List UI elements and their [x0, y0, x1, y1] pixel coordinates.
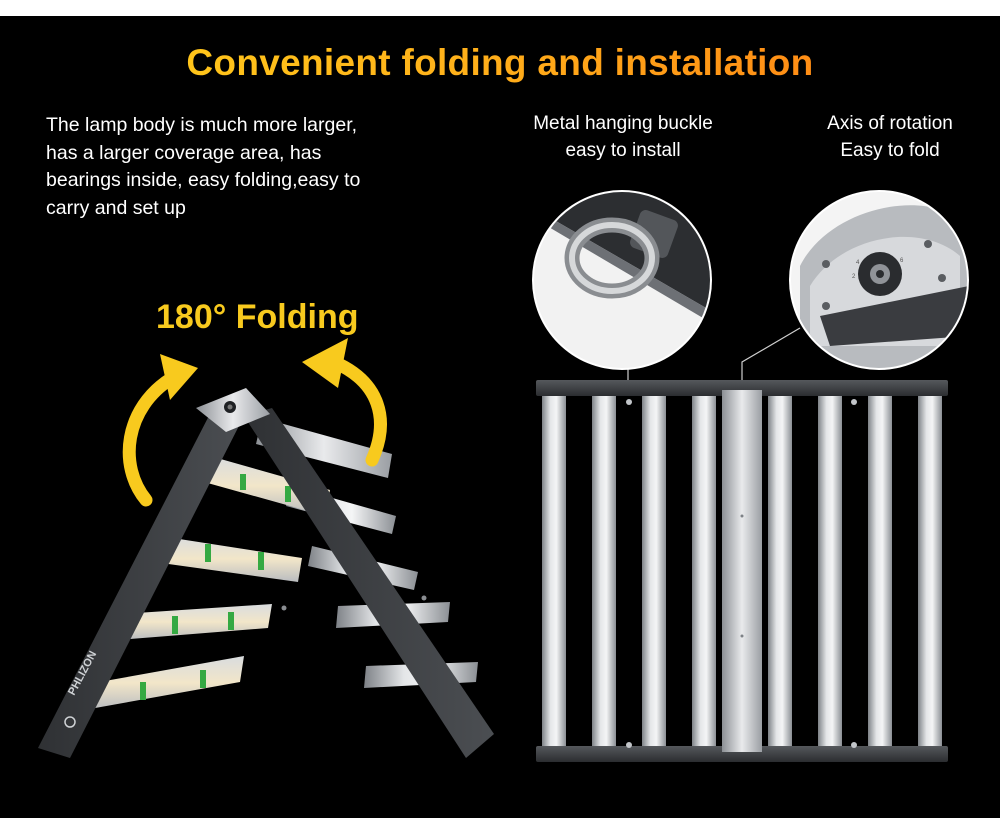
svg-text:4: 4 [856, 260, 860, 266]
axis-callout-subtitle: Easy to fold [840, 140, 940, 161]
svg-text:2: 2 [852, 274, 856, 280]
axis-callout-title: Axis of rotation [827, 113, 953, 134]
axis-callout: Axis of rotation Easy to fold [800, 110, 980, 164]
buckle-callout: Metal hanging buckle easy to install [500, 110, 746, 164]
buckle-callout-subtitle: easy to install [565, 140, 681, 161]
svg-text:6: 6 [900, 258, 904, 264]
left-wing-bars [84, 456, 330, 710]
hinge-hub [196, 388, 270, 432]
center-hinge-bar [722, 390, 762, 752]
hanging-buckle-icon [564, 217, 660, 299]
description-line: bearings inside, easy folding,easy to [46, 169, 361, 191]
folding-label: 180° Folding [156, 298, 359, 336]
bottom-rail [536, 746, 948, 762]
feature-description: The lamp body is much more larger, has a… [46, 112, 466, 222]
left-rail [38, 406, 244, 758]
brand-logo-icon [64, 716, 76, 728]
rotation-axis-icon: 4 2 6 [852, 252, 904, 296]
flat-lamp [536, 380, 948, 762]
axis-detail: 4 2 6 [789, 190, 969, 370]
product-banner: Convenient folding and installation The … [0, 16, 1000, 818]
buckle-callout-title: Metal hanging buckle [533, 113, 713, 134]
right-rail [244, 408, 494, 758]
description-line: has a larger coverage area, has [46, 141, 322, 164]
buckle-detail [532, 190, 712, 370]
top-rail [536, 380, 948, 396]
description-line: The lamp body is much more larger, [46, 114, 358, 136]
description-line: carry and set up [46, 196, 186, 219]
axis-leader-line [741, 327, 801, 380]
curved-arrow-left-icon [122, 354, 198, 507]
light-bars [542, 390, 942, 752]
product-illustration: PHLIZON [38, 190, 969, 762]
folded-lamp: PHLIZON [38, 388, 494, 758]
page-title: Convenient folding and installation [0, 42, 1000, 84]
curved-arrow-right-icon [302, 338, 387, 467]
